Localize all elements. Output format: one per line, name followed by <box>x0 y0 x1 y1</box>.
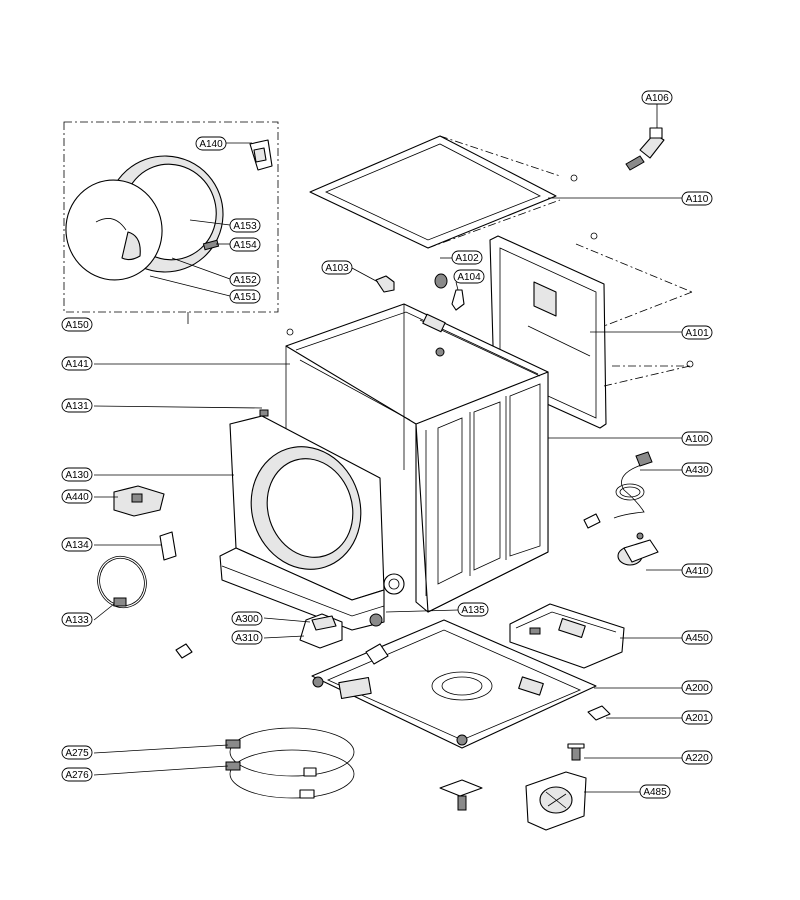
leader-lines <box>93 104 682 793</box>
callout-A220: A220 <box>681 750 713 765</box>
base-frame <box>311 619 597 749</box>
inlet-valve <box>625 127 665 171</box>
svg-text:A485: A485 <box>643 787 667 798</box>
svg-text:A152: A152 <box>233 275 257 286</box>
inlet-hoses <box>225 727 355 799</box>
callout-A300: A300 <box>231 611 263 626</box>
svg-text:A133: A133 <box>65 615 89 626</box>
callout-A152: A152 <box>229 272 261 287</box>
cabinet <box>285 303 549 613</box>
detergent-drawer <box>299 613 343 649</box>
callout-A485: A485 <box>639 784 671 799</box>
svg-text:A106: A106 <box>645 93 669 104</box>
svg-text:A220: A220 <box>685 753 709 764</box>
drain-fitting <box>369 613 383 627</box>
svg-text:A300: A300 <box>235 614 259 625</box>
svg-text:A153: A153 <box>233 221 257 232</box>
callout-A440: A440 <box>61 489 93 504</box>
callout-A110: A110 <box>681 191 713 206</box>
svg-text:A151: A151 <box>233 292 257 303</box>
callout-A133: A133 <box>61 612 93 627</box>
callout-A131: A131 <box>61 398 93 413</box>
svg-text:A150: A150 <box>65 320 89 331</box>
callout-A153: A153 <box>229 218 261 233</box>
front-panel <box>219 409 385 631</box>
spring <box>175 643 193 659</box>
callout-A430: A430 <box>681 462 713 477</box>
small-top-parts <box>375 273 465 311</box>
callout-A130: A130 <box>61 467 93 482</box>
svg-text:A410: A410 <box>685 566 709 577</box>
callout-A154: A154 <box>229 237 261 252</box>
callout-A100: A100 <box>681 431 713 446</box>
callout-A103: A103 <box>321 260 353 275</box>
callout-A151: A151 <box>229 289 261 304</box>
callout-A310: A310 <box>231 630 263 645</box>
svg-text:A440: A440 <box>65 492 89 503</box>
svg-text:A134: A134 <box>65 540 89 551</box>
leveling-feet <box>439 705 611 811</box>
callout-A135: A135 <box>457 602 489 617</box>
power-cord <box>583 451 653 529</box>
hinge-piece <box>159 531 177 561</box>
callout-A134: A134 <box>61 537 93 552</box>
top-plate <box>309 135 578 249</box>
callout-A141: A141 <box>61 356 93 371</box>
svg-text:A130: A130 <box>65 470 89 481</box>
svg-text:A201: A201 <box>685 713 709 724</box>
callout-A450: A450 <box>681 630 713 645</box>
drain-pump <box>525 771 587 831</box>
svg-text:A275: A275 <box>65 748 89 759</box>
door-lock <box>113 485 165 517</box>
door-assembly-group <box>63 121 279 324</box>
svg-text:A450: A450 <box>685 633 709 644</box>
callout-labels: A106 A140 A110 A153 A154 A102 A103 A104 … <box>61 90 713 799</box>
svg-text:A100: A100 <box>685 434 709 445</box>
svg-text:A154: A154 <box>233 240 257 251</box>
svg-text:A101: A101 <box>685 328 709 339</box>
filter-motor <box>617 532 659 566</box>
svg-text:A430: A430 <box>685 465 709 476</box>
svg-text:A104: A104 <box>457 272 481 283</box>
callout-A410: A410 <box>681 563 713 578</box>
svg-text:A103: A103 <box>325 263 349 274</box>
control-board <box>509 603 625 669</box>
svg-text:A141: A141 <box>65 359 89 370</box>
callout-A140: A140 <box>195 136 227 151</box>
svg-text:A140: A140 <box>199 139 223 150</box>
svg-text:A276: A276 <box>65 770 89 781</box>
svg-text:A102: A102 <box>455 253 479 264</box>
callout-A102: A102 <box>451 250 483 265</box>
callout-A200: A200 <box>681 680 713 695</box>
svg-text:A200: A200 <box>685 683 709 694</box>
callout-A276: A276 <box>61 767 93 782</box>
callout-A201: A201 <box>681 710 713 725</box>
callout-A150: A150 <box>61 317 93 332</box>
svg-text:A310: A310 <box>235 633 259 644</box>
svg-text:A131: A131 <box>65 401 89 412</box>
callout-A104: A104 <box>453 269 485 284</box>
svg-text:A110: A110 <box>686 194 709 205</box>
svg-text:A135: A135 <box>461 605 485 616</box>
callout-A106: A106 <box>641 90 673 105</box>
callout-A101: A101 <box>681 325 713 340</box>
callout-A275: A275 <box>61 745 93 760</box>
clamp-ring <box>97 555 147 609</box>
